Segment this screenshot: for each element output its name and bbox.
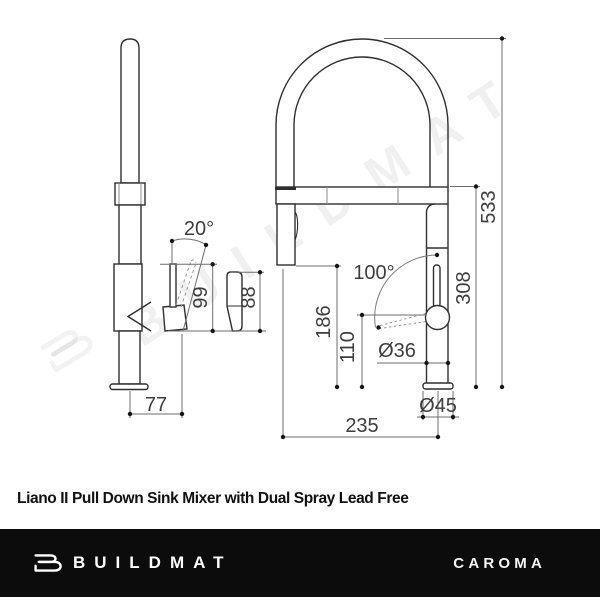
dim235-extensions [282,269,439,437]
dim-dot [127,411,133,417]
angle20-leader-diagonal [182,244,207,332]
front-lever-ghost [379,313,427,329]
dim-label-spout-reach: 235 [345,415,378,437]
dim-label-handle-height: 99 [190,286,212,308]
side-spout-nose [126,301,152,332]
dim-dot [210,262,215,267]
front-body-column [425,203,449,383]
dim-dot [424,360,429,366]
handle-profile-part [226,271,243,332]
side-collar-bevels [118,183,142,205]
dim-dot [359,384,365,390]
dim-dot [179,411,185,417]
side-lever-ghost [175,259,197,308]
dim-dot [445,360,451,366]
buildmat-watermark-icon [40,330,93,373]
dim-label-overall-height: 533 [478,190,500,223]
front-view [275,38,454,390]
dim-label-body-diameter: Ø36 [378,340,416,362]
technical-drawing: BUILDMAT [40,36,538,440]
dim-dot [257,328,263,334]
front-arch-inner [293,56,431,187]
dim-label-spout-top-height: 308 [453,271,475,304]
dim-dot [376,325,381,330]
front-spout-bar [275,186,449,205]
footer-bar: BUILDMAT CAROMA [0,529,600,597]
dim-dot [450,414,456,420]
angle20-arc [171,238,207,245]
dim-dot [203,242,209,248]
buildmat-logo-icon [34,554,62,572]
side-view [109,38,197,391]
dim-dot [334,263,340,269]
dim-dot [435,434,441,440]
dim-dot [169,238,175,244]
side-body [113,263,143,332]
dim-dot [210,328,215,334]
front-arch-outer [275,38,449,187]
dim-label-base-diameter: Ø45 [419,395,457,417]
caroma-logo-text: CAROMA [453,554,546,572]
front-bar-seams [326,187,399,204]
front-lever [432,264,441,308]
dim-label-handle-angle: 20° [184,218,214,240]
dimension-labels: 20° 99 88 77 100° 186 110 Ø36 308 533 Ø4… [145,190,500,437]
side-spout-wand [120,38,140,184]
front-base-flange [422,382,454,390]
dim-dot [473,384,479,390]
side-lever [169,263,177,308]
dim-dot [420,414,426,420]
side-wand-body [118,204,142,265]
lever-swing-arc [374,254,438,328]
front-spray-clip [294,211,299,241]
product-title: Liano II Pull Down Sink Mixer with Dual … [17,490,409,507]
side-lower-column [118,330,141,385]
dim-label-pivot-height: 110 [337,331,359,363]
dim-dot [257,270,263,275]
dim-label-base-offset: 77 [145,394,167,416]
dim-dot [359,312,365,318]
front-spray-head [276,203,296,266]
buildmat-brand-text: BUILDMAT [73,553,233,572]
dim-label-handle-profile: 88 [238,286,260,308]
front-lever-ball [424,304,451,331]
dimension-endpoint-dots [127,36,505,440]
dim-dot [473,184,479,189]
buildmat-brand: BUILDMAT [33,549,233,577]
dim-dot [280,434,286,440]
dim-dot [499,384,505,390]
dim-dot [499,36,505,41]
dim99-extensions [160,263,266,332]
side-handle-block [162,304,188,332]
side-base-flange [109,383,149,391]
dim-label-outlet-height: 186 [313,305,335,338]
dim-dot [334,384,340,390]
dim-label-lever-swing: 100° [353,262,394,284]
dim-dot [434,252,440,258]
handle-profile-outline [226,271,243,332]
